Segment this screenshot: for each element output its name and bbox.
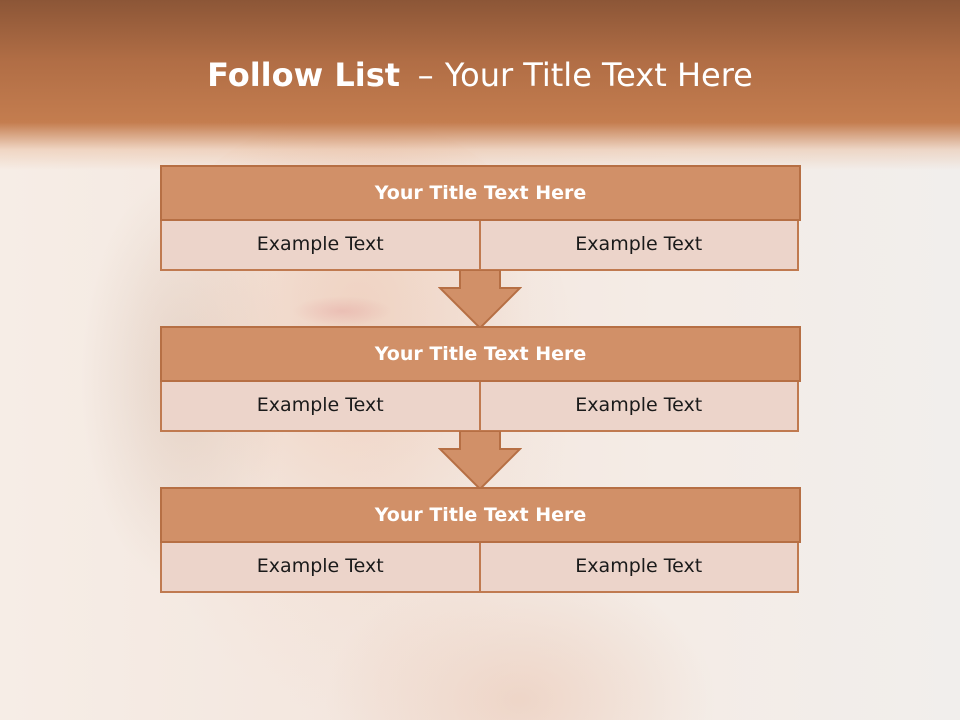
slide-title-rest: Your Title Text Here <box>444 56 753 94</box>
block-cell-left: Example Text <box>160 382 481 432</box>
background-portrait-detail <box>292 296 392 326</box>
block-title: Your Title Text Here <box>160 326 801 382</box>
block-cell-left: Example Text <box>160 543 481 593</box>
slide-title-bold: Follow List <box>207 56 401 94</box>
block-cell-right: Example Text <box>478 543 799 593</box>
list-block-2: Your Title Text Here Example Text Exampl… <box>160 326 801 432</box>
block-row: Example Text Example Text <box>160 543 801 593</box>
list-block-1: Your Title Text Here Example Text Exampl… <box>160 165 801 271</box>
header-band <box>0 0 960 170</box>
slide-title-separator: – <box>417 56 434 94</box>
block-title: Your Title Text Here <box>160 487 801 543</box>
block-row: Example Text Example Text <box>160 382 801 432</box>
block-cell-right: Example Text <box>478 221 799 271</box>
block-cell-right: Example Text <box>478 382 799 432</box>
block-cell-left: Example Text <box>160 221 481 271</box>
block-row: Example Text Example Text <box>160 221 801 271</box>
block-title: Your Title Text Here <box>160 165 801 221</box>
down-arrow-2 <box>438 431 522 491</box>
list-block-3: Your Title Text Here Example Text Exampl… <box>160 487 801 593</box>
down-arrow-1 <box>438 270 522 330</box>
slide-title: Follow List–Your Title Text Here <box>0 50 960 100</box>
